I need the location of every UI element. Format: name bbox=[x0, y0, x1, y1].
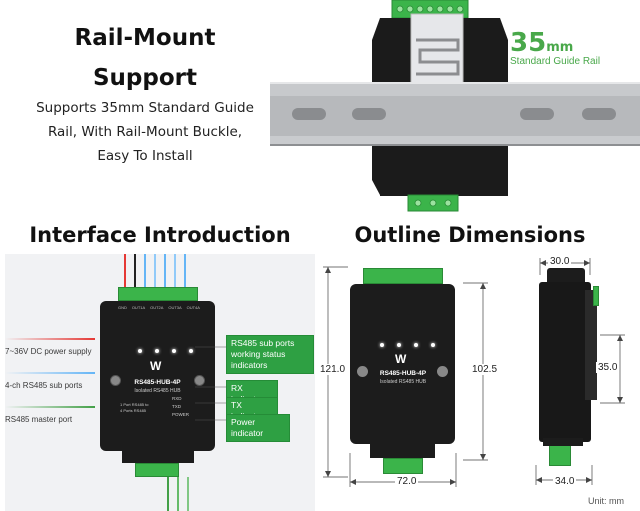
left-label-power: 7~36V DC power supply bbox=[5, 338, 95, 356]
side-main-body bbox=[539, 282, 591, 442]
led-p1 bbox=[138, 349, 142, 353]
led-p3 bbox=[172, 349, 176, 353]
front-device-body bbox=[350, 284, 455, 444]
terminal-label: OUT1A bbox=[131, 305, 146, 310]
top-terminal-block bbox=[118, 287, 198, 301]
indicator-labels: RXD TXD POWER bbox=[172, 395, 189, 419]
mount-screw-right bbox=[194, 375, 205, 386]
left-label-master: RS485 master port bbox=[5, 406, 95, 424]
front-bottom-terminal bbox=[383, 458, 423, 474]
unit-note: Unit: mm bbox=[588, 496, 624, 506]
led-p4 bbox=[189, 349, 193, 353]
side-top-cap bbox=[547, 268, 585, 284]
callout-leader-lines bbox=[195, 346, 227, 421]
rail-mount-description: Supports 35mm Standard Guide Rail, With … bbox=[20, 96, 270, 168]
note-line-1: 1 Port RS485 to bbox=[120, 402, 149, 407]
terminal-labels-top: GND OUT1A OUT2A OUT3A OUT4A bbox=[118, 305, 200, 310]
front-led-p3 bbox=[414, 343, 418, 347]
callout-status-indicators: RS485 sub ports working status indicator… bbox=[226, 335, 314, 374]
front-led-p4 bbox=[431, 343, 435, 347]
rail-size-caption: Standard Guide Rail bbox=[510, 56, 601, 67]
interface-introduction-title: Interface Introduction bbox=[29, 223, 291, 247]
interface-device: GND OUT1A OUT2A OUT3A OUT4A W RS485-HUB-… bbox=[100, 287, 215, 477]
front-model: RS485-HUB-4P bbox=[379, 370, 427, 377]
device-logo: W bbox=[150, 359, 162, 373]
front-dimension-lines bbox=[323, 266, 488, 487]
front-logo: W bbox=[395, 352, 407, 366]
front-top-terminal bbox=[363, 268, 443, 284]
mount-screw-left bbox=[110, 375, 121, 386]
side-lower-body bbox=[543, 438, 583, 446]
note-line-2: 4 Ports RS485 bbox=[120, 408, 147, 413]
device-note: 1 Port RS485 to 4 Ports RS485 bbox=[120, 402, 148, 414]
rail-mount-title-line2: Support bbox=[92, 65, 197, 91]
dim-side-top: 30.0 bbox=[548, 256, 572, 267]
side-rail-slot bbox=[585, 290, 597, 400]
description-line-2: Rail, With Rail-Mount Buckle, bbox=[47, 124, 243, 140]
dim-side-mid: 35.0 bbox=[596, 362, 620, 373]
terminal-label: OUT2A bbox=[150, 305, 164, 310]
bottom-terminal-block bbox=[135, 463, 179, 477]
dim-height-inner: 102.5 bbox=[470, 364, 500, 375]
dim-side-bottom: 34.0 bbox=[553, 476, 577, 487]
led-p2 bbox=[155, 349, 159, 353]
callout-power-indicator: Power indicator bbox=[226, 414, 290, 442]
front-lower-body bbox=[370, 442, 435, 458]
power-supply-label: 7~36V DC power supply bbox=[5, 347, 92, 356]
front-screw-left bbox=[357, 366, 368, 377]
sub-ports-label: 4-ch RS485 sub ports bbox=[5, 381, 83, 390]
output-wires bbox=[167, 477, 189, 511]
rail-mount-title: Rail-Mount Support bbox=[30, 18, 260, 98]
dim-height-outer: 121.0 bbox=[318, 364, 348, 375]
front-screw-right bbox=[437, 366, 448, 377]
front-view-device: W RS485-HUB-4P Isolated RS485 HUB bbox=[345, 268, 460, 478]
rail-size-unit: mm bbox=[546, 40, 574, 55]
indicator-rx-label: RXD bbox=[172, 396, 182, 401]
terminal-label: OUT4A bbox=[186, 305, 200, 310]
device-subtitle: Isolated RS485 HUB bbox=[134, 388, 181, 394]
rail-size-label: 35mm Standard Guide Rail bbox=[510, 28, 630, 67]
device-lower-body bbox=[122, 447, 194, 463]
side-view-device bbox=[535, 268, 600, 478]
rail-mount-title-line1: Rail-Mount bbox=[74, 25, 216, 51]
front-led-p2 bbox=[397, 343, 401, 347]
left-label-subports: 4-ch RS485 sub ports bbox=[5, 372, 95, 390]
terminal-label: OUT3A bbox=[168, 305, 182, 310]
device-model: RS485-HUB-4P bbox=[134, 379, 181, 386]
rail-size-value: 35 bbox=[510, 28, 547, 58]
terminal-label: GND bbox=[118, 305, 127, 310]
input-wires bbox=[124, 254, 186, 290]
indicator-power-label: POWER bbox=[172, 412, 190, 417]
front-led-p1 bbox=[380, 343, 384, 347]
outline-dimensions-title: Outline Dimensions bbox=[354, 223, 586, 247]
dim-width: 72.0 bbox=[395, 476, 419, 487]
master-port-label: RS485 master port bbox=[5, 415, 73, 424]
description-line-3: Easy To Install bbox=[97, 148, 193, 164]
description-line-1: Supports 35mm Standard Guide bbox=[36, 100, 254, 116]
rail-mount-illustration bbox=[270, 0, 640, 215]
side-top-terminal bbox=[593, 286, 599, 306]
front-subtitle: Isolated RS485 HUB bbox=[379, 379, 427, 385]
indicator-tx-label: TXD bbox=[172, 404, 181, 409]
